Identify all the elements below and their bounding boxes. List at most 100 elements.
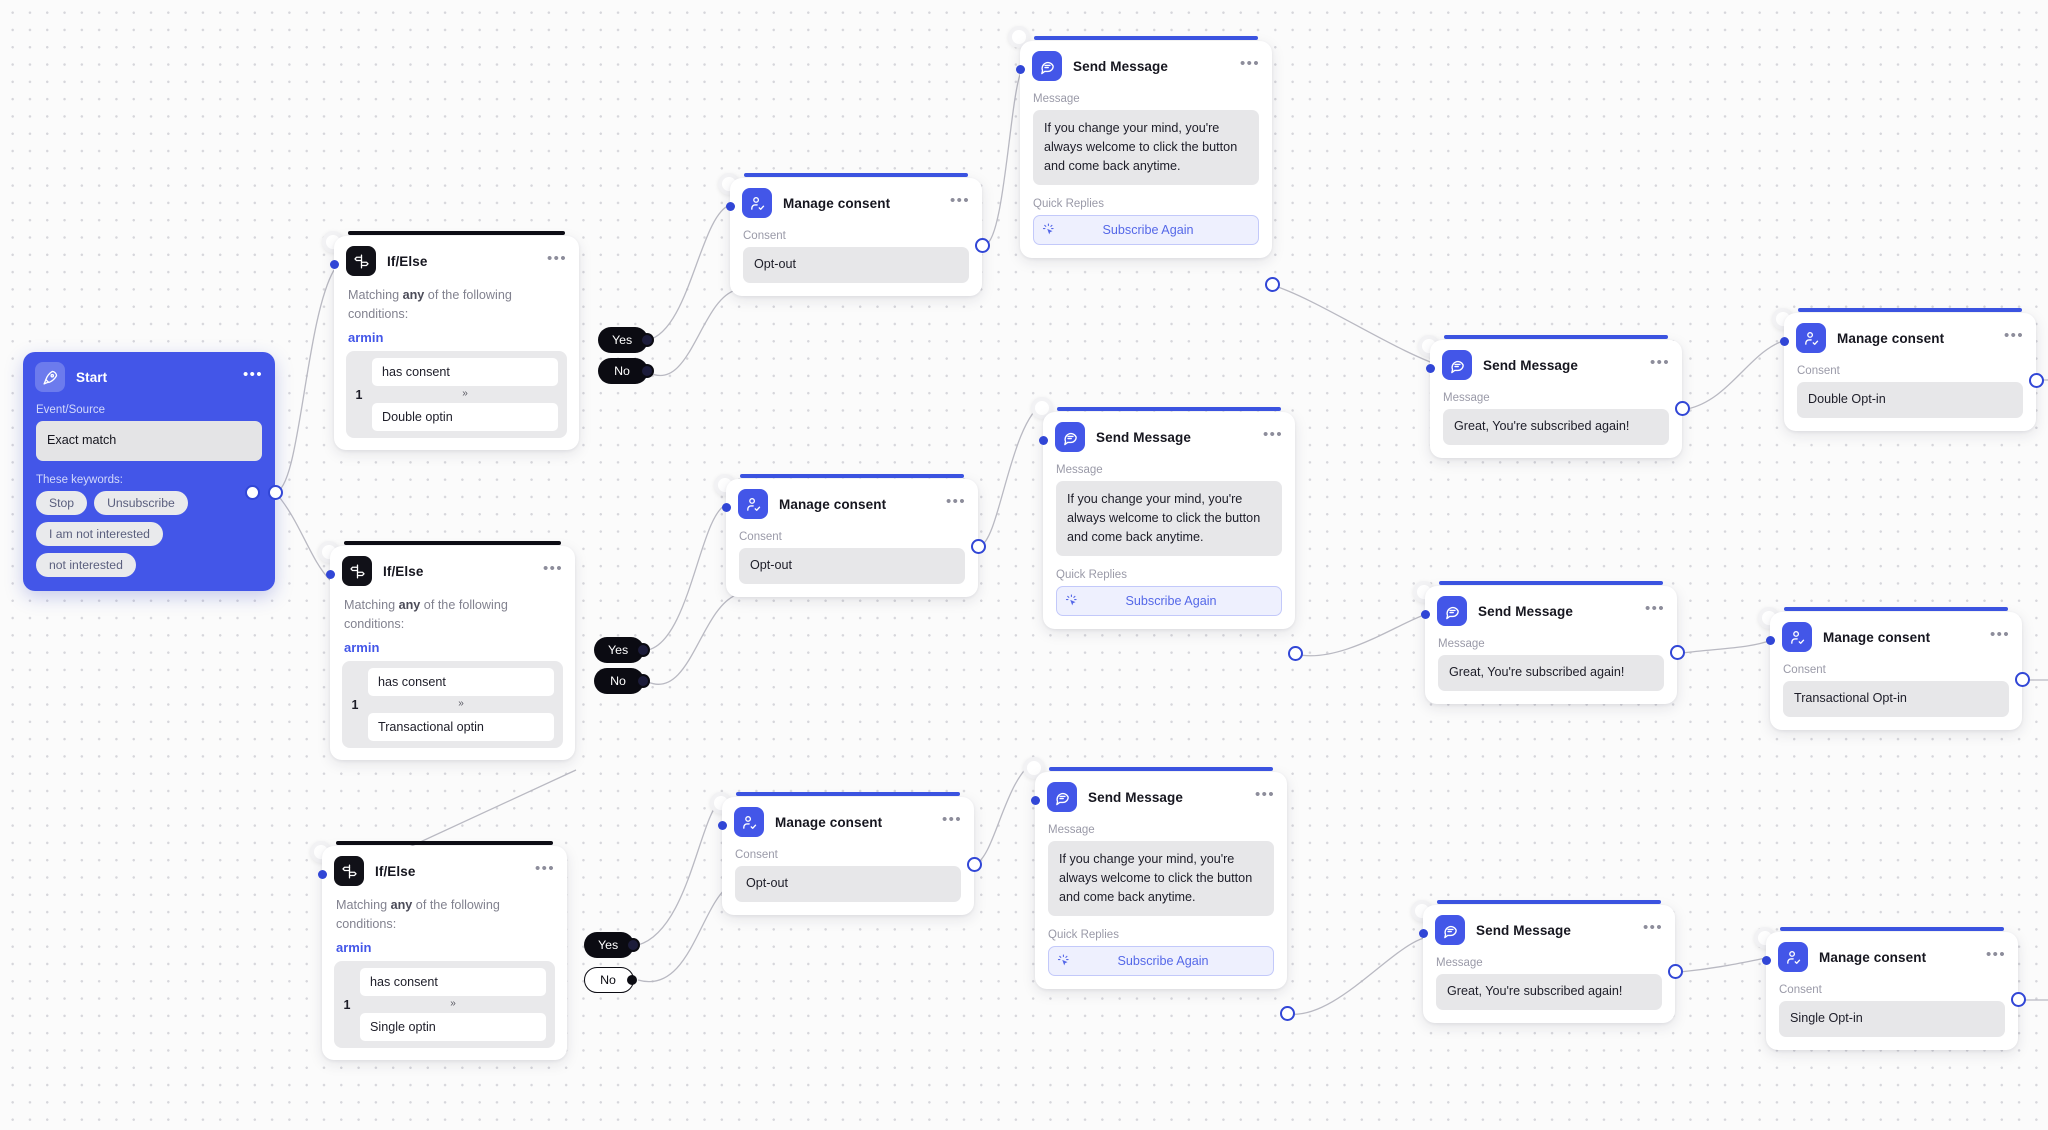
event-source-value[interactable]: Exact match	[36, 421, 262, 461]
branch-yes-2[interactable]: Yes	[594, 637, 649, 663]
node-menu-button[interactable]: •••	[942, 810, 962, 828]
output-handle[interactable]	[2011, 992, 2026, 1007]
output-handle[interactable]	[971, 539, 986, 554]
node-menu-button[interactable]: •••	[1263, 425, 1283, 443]
condition-operator-select[interactable]: has consent	[368, 668, 554, 697]
branch-handle[interactable]	[628, 940, 639, 950]
branch-no-3[interactable]: No	[584, 967, 637, 993]
output-handle[interactable]	[1670, 645, 1685, 660]
node-menu-button[interactable]: •••	[950, 191, 970, 209]
node-menu-button[interactable]: •••	[243, 365, 263, 383]
input-handle[interactable]	[1425, 364, 1435, 373]
input-handle[interactable]	[1779, 337, 1789, 346]
branch-yes-1[interactable]: Yes	[598, 327, 653, 353]
keyword-chip[interactable]: Unsubscribe	[94, 490, 188, 515]
branch-handle[interactable]	[627, 975, 637, 985]
node-menu-button[interactable]: •••	[1990, 625, 2010, 643]
node-menu-button[interactable]: •••	[1240, 54, 1260, 72]
quick-reply-output-handle[interactable]	[1280, 1006, 1295, 1021]
node-menu-button[interactable]: •••	[543, 559, 563, 577]
keyword-chip[interactable]: I am not interested	[36, 521, 163, 546]
consent-value[interactable]: Opt-out	[735, 866, 961, 902]
consent-value[interactable]: Opt-out	[739, 548, 965, 584]
node-if-else-1[interactable]: If/Else ••• Matching any of the followin…	[329, 231, 579, 451]
quick-reply-button[interactable]: Subscribe Again	[1048, 946, 1274, 977]
message-value[interactable]: If you change your mind, you're always w…	[1048, 841, 1274, 917]
node-send-message-winback-2[interactable]: Send Message ••• Message If you change y…	[1038, 407, 1295, 630]
branch-handle[interactable]	[638, 645, 649, 655]
node-menu-button[interactable]: •••	[946, 492, 966, 510]
node-menu-button[interactable]: •••	[547, 249, 567, 267]
node-if-else-3[interactable]: If/Else ••• Matching any of the followin…	[317, 841, 567, 1061]
output-handle[interactable]	[1675, 401, 1690, 416]
node-manage-consent-transactional-optin[interactable]: Manage consent ••• Consent Transactional…	[1765, 607, 2022, 730]
node-menu-button[interactable]: •••	[2004, 326, 2024, 344]
input-handle[interactable]	[717, 821, 727, 830]
node-send-message-winback-1[interactable]: Send Message ••• Message If you change y…	[1015, 36, 1272, 259]
node-manage-consent-double-optin[interactable]: Manage consent ••• Consent Double Opt-in	[1779, 308, 2036, 431]
node-manage-consent-optout-1[interactable]: Manage consent ••• Consent Opt-out	[725, 173, 982, 296]
output-handle[interactable]	[967, 857, 982, 872]
consent-value[interactable]: Single Opt-in	[1779, 1001, 2005, 1037]
node-send-message-confirm-1[interactable]: Send Message ••• Message Great, You're s…	[1425, 335, 1682, 458]
consent-value[interactable]: Transactional Opt-in	[1783, 681, 2009, 717]
output-handle[interactable]	[2015, 672, 2030, 687]
branch-handle[interactable]	[642, 366, 652, 376]
node-start[interactable]: Start ••• Event/Source Exact match These…	[23, 352, 275, 591]
input-handle[interactable]	[721, 503, 731, 512]
input-handle[interactable]	[329, 260, 339, 269]
node-menu-button[interactable]: •••	[1645, 599, 1665, 617]
message-value[interactable]: Great, You're subscribed again!	[1438, 655, 1664, 691]
consent-value[interactable]: Opt-out	[743, 247, 969, 283]
keyword-chip[interactable]: Stop	[36, 490, 88, 515]
condition-value-select[interactable]: Double optin	[372, 403, 558, 432]
input-handle[interactable]	[1030, 796, 1040, 805]
branch-no-2[interactable]: No	[594, 668, 648, 694]
message-value[interactable]: If you change your mind, you're always w…	[1056, 481, 1282, 557]
condition-value-select[interactable]: Transactional optin	[368, 713, 554, 742]
input-handle[interactable]	[1038, 436, 1048, 445]
message-value[interactable]: Great, You're subscribed again!	[1443, 409, 1669, 445]
node-if-else-2[interactable]: If/Else ••• Matching any of the followin…	[325, 541, 575, 761]
node-manage-consent-optout-2[interactable]: Manage consent ••• Consent Opt-out	[721, 474, 978, 597]
consent-value[interactable]: Double Opt-in	[1797, 382, 2023, 418]
node-send-message-winback-3[interactable]: Send Message ••• Message If you change y…	[1030, 767, 1287, 990]
branch-yes-3[interactable]: Yes	[584, 932, 639, 958]
output-handle[interactable]	[975, 238, 990, 253]
node-manage-consent-optout-3[interactable]: Manage consent ••• Consent Opt-out	[717, 792, 974, 915]
input-handle[interactable]	[325, 570, 335, 579]
message-value[interactable]: Great, You're subscribed again!	[1436, 974, 1662, 1010]
keyword-chip[interactable]: not interested	[36, 552, 136, 577]
input-handle[interactable]	[725, 202, 735, 211]
branch-no-1[interactable]: No	[598, 358, 652, 384]
output-handle[interactable]	[2029, 373, 2044, 388]
quick-reply-output-handle[interactable]	[1288, 646, 1303, 661]
node-accent-bar	[1437, 900, 1661, 904]
quick-reply-output-handle[interactable]	[1265, 277, 1280, 292]
input-handle[interactable]	[1420, 610, 1430, 619]
start-output-handle[interactable]	[268, 485, 283, 500]
output-handle[interactable]	[1668, 964, 1683, 979]
input-handle[interactable]	[1765, 636, 1775, 645]
node-menu-button[interactable]: •••	[1255, 785, 1275, 803]
node-menu-button[interactable]: •••	[1986, 945, 2006, 963]
branch-handle[interactable]	[638, 676, 648, 686]
message-value[interactable]: If you change your mind, you're always w…	[1033, 110, 1259, 186]
node-send-message-confirm-3[interactable]: Send Message ••• Message Great, You're s…	[1418, 900, 1675, 1023]
node-menu-button[interactable]: •••	[1650, 353, 1670, 371]
node-send-message-confirm-2[interactable]: Send Message ••• Message Great, You're s…	[1420, 581, 1677, 704]
input-handle[interactable]	[1015, 65, 1025, 74]
input-handle[interactable]	[1418, 929, 1428, 938]
input-handle[interactable]	[317, 870, 327, 879]
condition-operator-select[interactable]: has consent	[372, 358, 558, 387]
quick-reply-button[interactable]: Subscribe Again	[1056, 586, 1282, 617]
node-menu-button[interactable]: •••	[1643, 918, 1663, 936]
condition-operator-select[interactable]: has consent	[360, 968, 546, 997]
condition-value-select[interactable]: Single optin	[360, 1013, 546, 1042]
quick-reply-button[interactable]: Subscribe Again	[1033, 215, 1259, 246]
node-manage-consent-single-optin[interactable]: Manage consent ••• Consent Single Opt-in	[1761, 927, 2018, 1050]
input-handle[interactable]	[1761, 956, 1771, 965]
branch-handle[interactable]	[642, 335, 653, 345]
node-menu-button[interactable]: •••	[535, 859, 555, 877]
